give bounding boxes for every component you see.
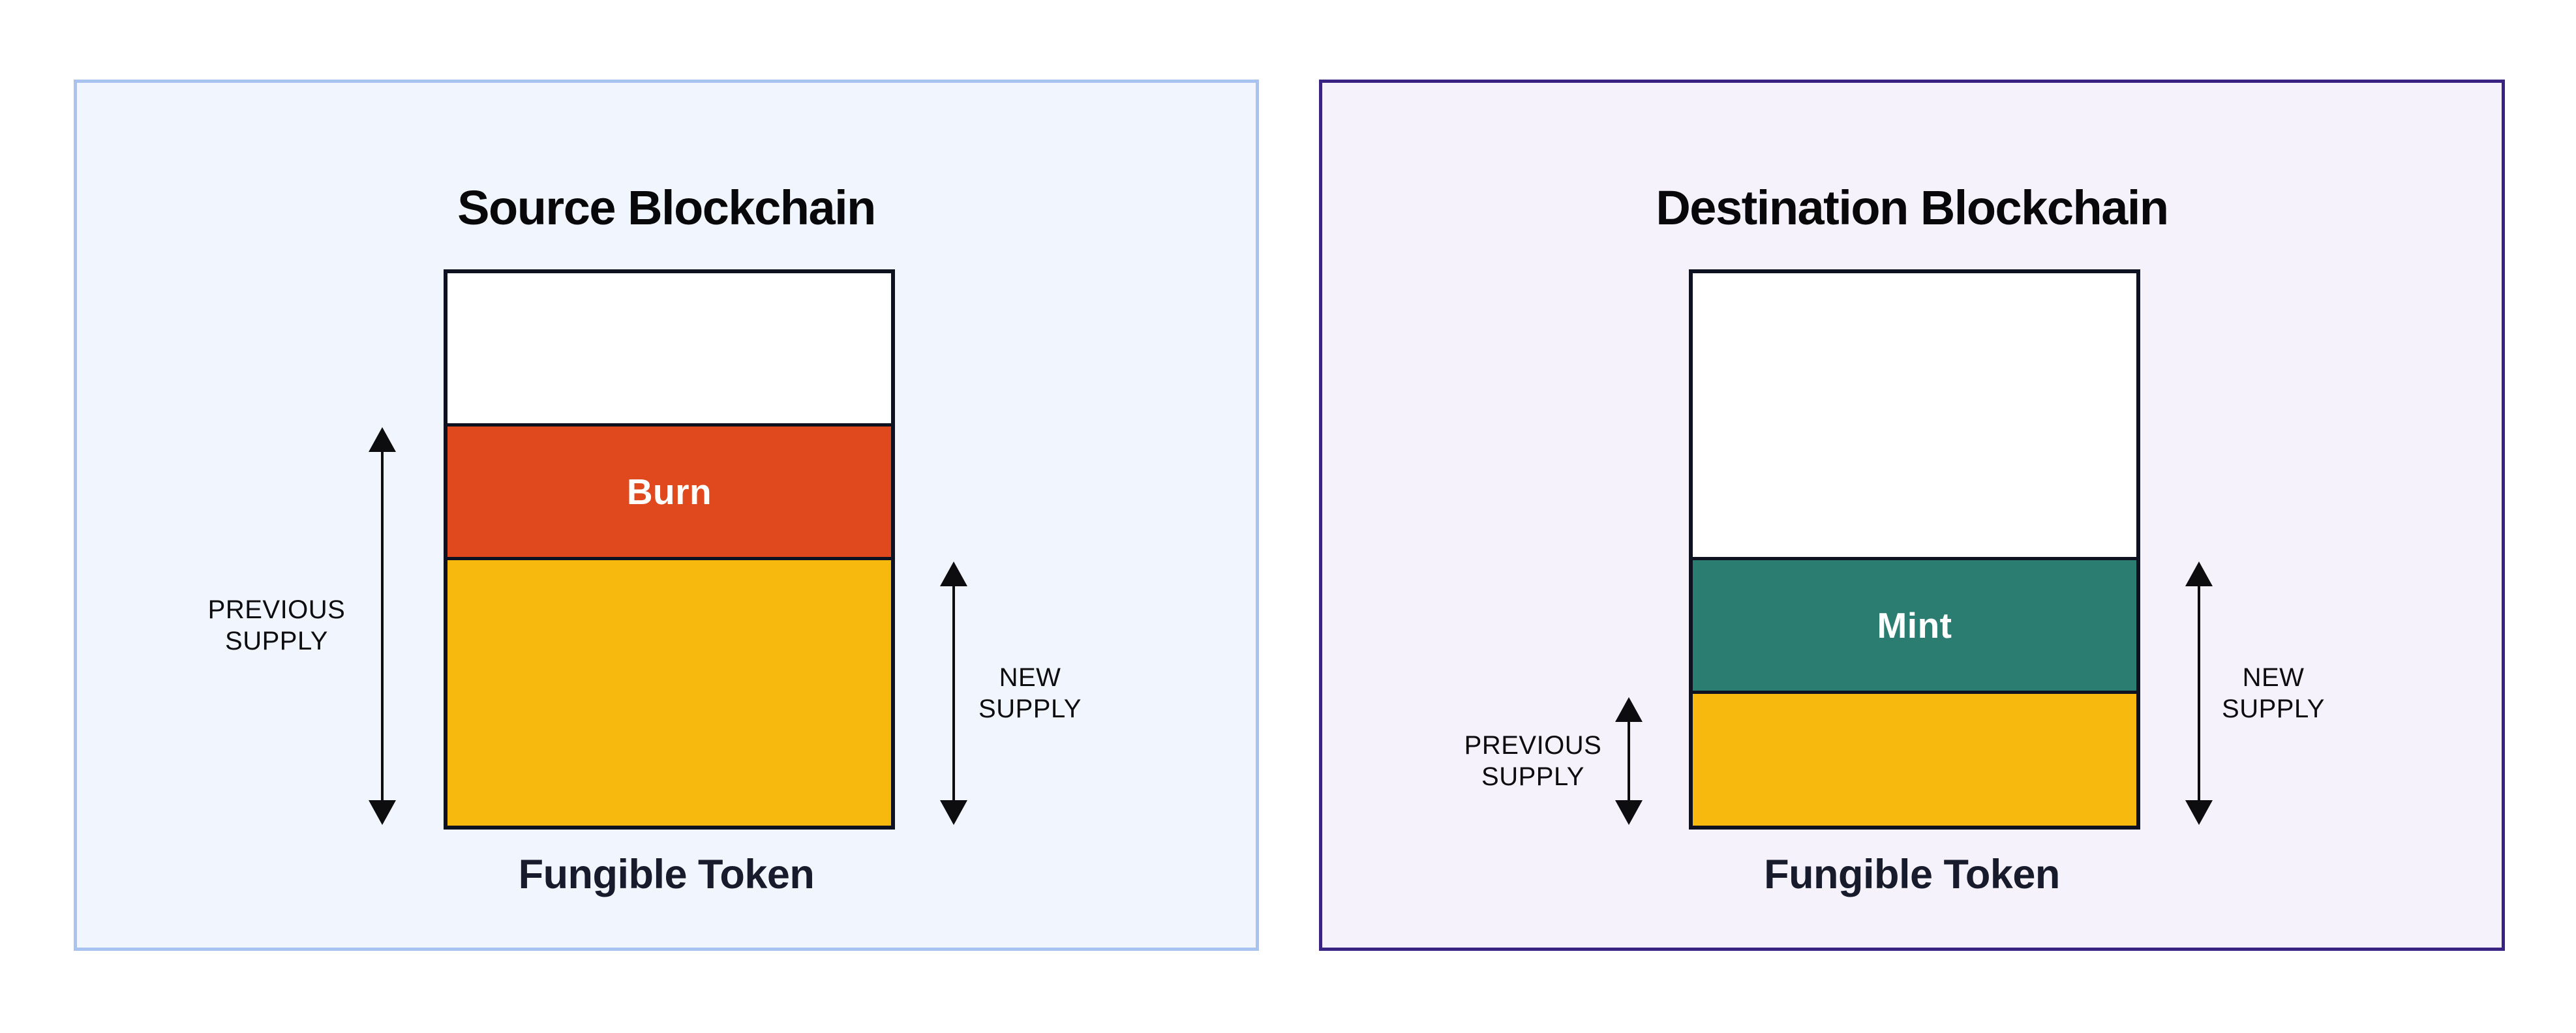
label-line: SUPPLY: [2222, 695, 2325, 723]
source-segment-headroom: [447, 273, 891, 424]
label-line: NEW: [2242, 663, 2305, 692]
arrow-shaft: [2198, 586, 2200, 800]
arrow-shaft: [381, 452, 384, 800]
destination-segment-headroom: [1693, 273, 2136, 557]
source-panel-title: Source Blockchain: [457, 181, 876, 235]
arrowhead-down-icon: [1615, 800, 1643, 825]
source-fungible-token-caption: Fungible Token: [518, 852, 815, 897]
destination-new-supply-arrow: [2185, 561, 2213, 825]
source-segment-burn: Burn: [447, 423, 891, 557]
source-segment-remaining-supply: [447, 556, 891, 826]
destination-blockchain-panel: Destination Blockchain Mint PREVIOUS SUP…: [1319, 80, 2505, 951]
arrowhead-up-icon: [369, 427, 396, 452]
source-new-supply-arrow: [940, 561, 967, 825]
arrowhead-down-icon: [2185, 800, 2213, 825]
destination-new-supply-label: NEW SUPPLY: [2143, 662, 2404, 725]
arrowhead-up-icon: [2185, 561, 2213, 586]
source-previous-supply-label: PREVIOUS SUPPLY: [146, 594, 407, 657]
label-line: SUPPLY: [225, 627, 328, 655]
destination-previous-supply-label: PREVIOUS SUPPLY: [1402, 730, 1663, 792]
arrow-shaft: [1628, 722, 1630, 800]
mint-label: Mint: [1877, 605, 1952, 646]
arrow-shaft: [952, 586, 955, 800]
arrowhead-up-icon: [940, 561, 967, 586]
destination-token-bar: Mint: [1689, 269, 2140, 830]
source-previous-supply-arrow: [369, 427, 396, 825]
label-line: PREVIOUS: [1464, 731, 1602, 760]
destination-fungible-token-caption: Fungible Token: [1764, 852, 2060, 897]
label-line: SUPPLY: [978, 695, 1082, 723]
destination-panel-title: Destination Blockchain: [1656, 181, 2169, 235]
label-line: NEW: [999, 663, 1061, 692]
arrowhead-up-icon: [1615, 697, 1643, 722]
burn-label: Burn: [626, 471, 712, 512]
destination-previous-supply-arrow: [1615, 697, 1643, 825]
destination-segment-mint: Mint: [1693, 556, 2136, 691]
source-token-bar: Burn: [444, 269, 895, 830]
arrowhead-down-icon: [369, 800, 396, 825]
source-new-supply-label: NEW SUPPLY: [900, 662, 1160, 725]
destination-segment-previous-supply: [1693, 691, 2136, 826]
label-line: SUPPLY: [1481, 762, 1584, 791]
label-line: PREVIOUS: [207, 595, 346, 624]
arrowhead-down-icon: [940, 800, 967, 825]
source-blockchain-panel: Source Blockchain Burn PREVIOUS SUPPLY N…: [74, 80, 1259, 951]
